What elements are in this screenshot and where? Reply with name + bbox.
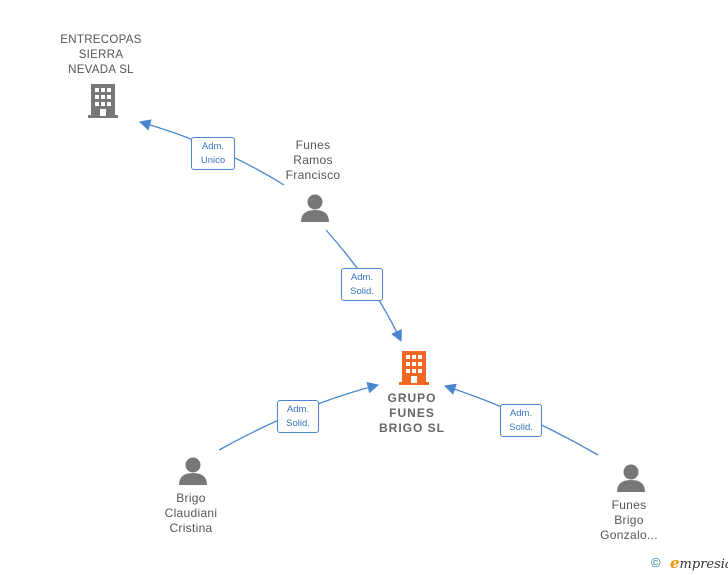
edge-badge-adm-solid[interactable]: Adm. Solid.: [277, 400, 319, 433]
edge-badge-adm-unico[interactable]: Adm. Unico: [191, 137, 235, 170]
building-icon[interactable]: [399, 350, 429, 386]
node-label-brigo-claudiani[interactable]: Brigo Claudiani Cristina: [164, 491, 218, 535]
building-icon[interactable]: [88, 83, 118, 119]
node-label-funes-ramos[interactable]: Funes Ramos Francisco: [285, 138, 341, 182]
brand-logo-initial: e: [670, 554, 680, 572]
edge-badge-adm-solid[interactable]: Adm. Solid.: [500, 404, 542, 437]
person-icon[interactable]: [178, 457, 208, 485]
node-label-entrecopas[interactable]: ENTRECOPAS SIERRA NEVADA SL: [60, 34, 142, 76]
copyright-symbol: ©: [651, 555, 661, 570]
person-icon[interactable]: [616, 464, 646, 492]
brand-logo-text: mpresia: [679, 557, 728, 572]
brand-logo: empresia: [670, 554, 728, 572]
node-label-funes-brigo[interactable]: Funes Brigo Gonzalo...: [600, 498, 658, 542]
node-label-grupo-funes-brigo[interactable]: GRUPO FUNES BRIGO SL: [378, 391, 445, 435]
edge-badge-adm-solid[interactable]: Adm. Solid.: [341, 268, 383, 301]
person-icon[interactable]: [300, 194, 330, 222]
